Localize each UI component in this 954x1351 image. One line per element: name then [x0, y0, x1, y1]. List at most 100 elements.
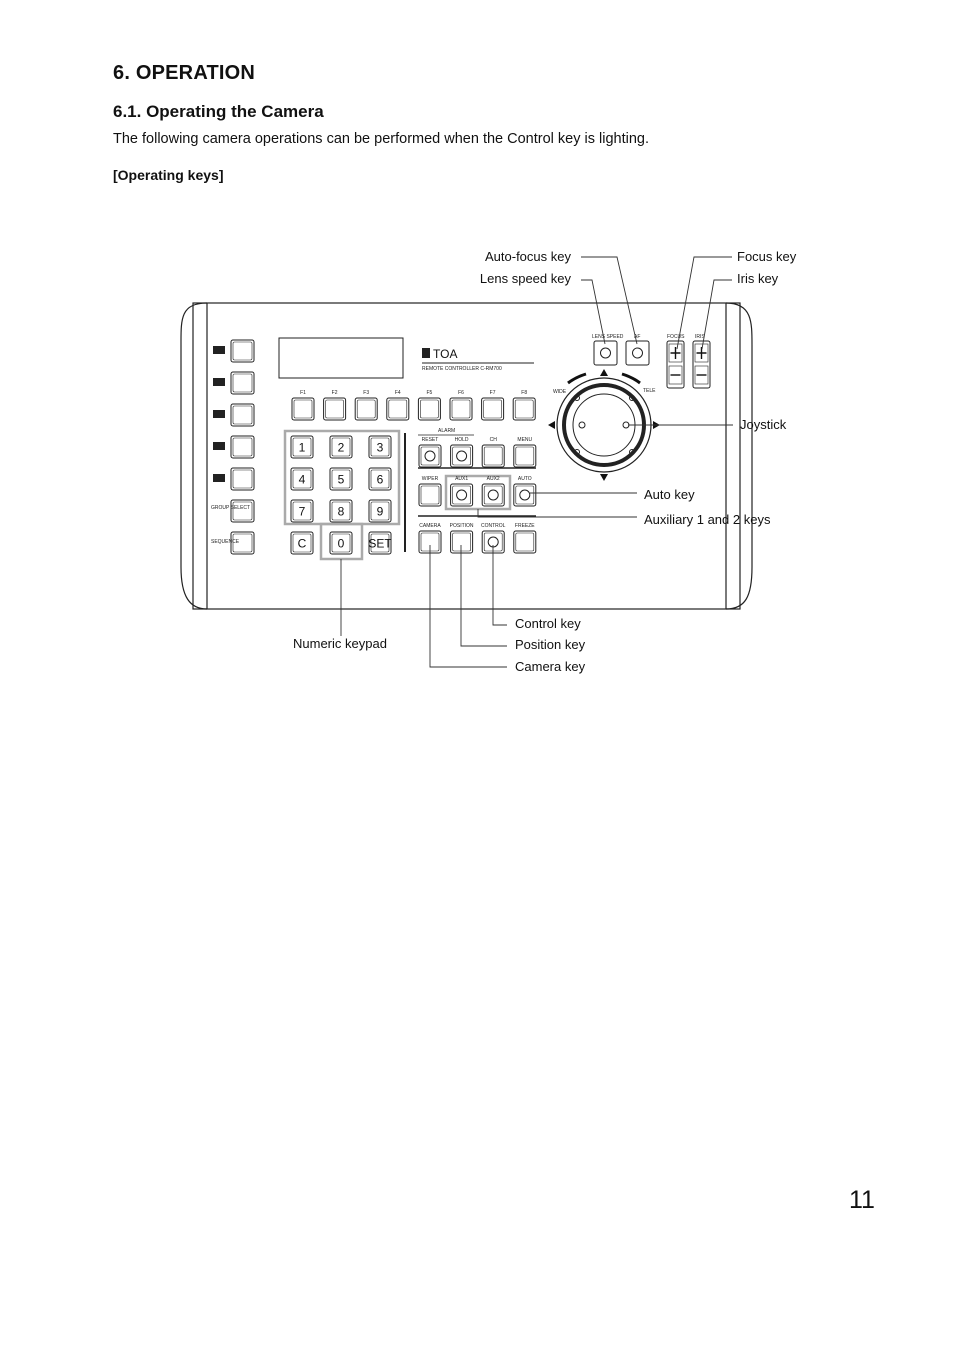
- lens-speed-label: LENS SPEED: [592, 334, 624, 340]
- middle-key-label: AUTO: [518, 476, 532, 482]
- wiper-key[interactable]: [418, 483, 442, 507]
- hold-key[interactable]: [450, 444, 474, 468]
- intro-text: The following camera operations can be p…: [113, 131, 649, 147]
- operating-keys-heading: [Operating keys]: [113, 167, 224, 183]
- callout-labels: Auto-focus key Lens speed key Focus key …: [293, 249, 797, 674]
- led-indicator: [456, 450, 468, 462]
- monitor-key-2[interactable]: [213, 371, 255, 395]
- function-key-f8[interactable]: [512, 397, 536, 421]
- monitor-key-5[interactable]: [213, 467, 255, 491]
- keypad-key-5[interactable]: 5: [329, 467, 353, 491]
- callout-joystick: Joystick: [740, 417, 787, 432]
- tele-arrow: [621, 372, 641, 385]
- tele-label: TELE: [643, 388, 656, 394]
- af-label: AF: [634, 334, 640, 340]
- freeze-key[interactable]: [513, 530, 537, 554]
- monitor-key-1[interactable]: [213, 339, 255, 363]
- af-key[interactable]: [625, 340, 650, 366]
- callout-camera-key: Camera key: [515, 659, 586, 674]
- function-key-f4[interactable]: [386, 397, 410, 421]
- lens-speed-key[interactable]: [593, 340, 618, 366]
- function-key-f6[interactable]: [449, 397, 473, 421]
- callout-numeric-keypad: Numeric keypad: [293, 636, 387, 651]
- callout-lens-speed-key: Lens speed key: [480, 271, 572, 286]
- auto-key[interactable]: [513, 483, 537, 507]
- monitor-key-4[interactable]: [213, 435, 255, 459]
- keypad-key-4[interactable]: 4: [290, 467, 314, 491]
- keypad-key-label: 8: [338, 505, 345, 519]
- group-select-key[interactable]: GROUP SELECT: [211, 499, 255, 523]
- function-key-f1[interactable]: [291, 397, 315, 421]
- keypad-key-9[interactable]: 9: [368, 499, 392, 523]
- section-title: 6. OPERATION: [113, 62, 256, 84]
- device-body: [180, 302, 753, 610]
- middle-key-label: POSITION: [450, 523, 474, 529]
- numeric-keypad-group: [283, 429, 406, 561]
- keypad-key-label: SET: [368, 537, 392, 551]
- function-key-f5[interactable]: [417, 397, 441, 421]
- sequence-key[interactable]: SEQUENCE: [211, 531, 255, 555]
- led-indicator: [519, 489, 531, 501]
- middle-key-label: WIPER: [422, 476, 439, 482]
- joystick-down-arrow: [600, 474, 608, 481]
- middle-key-label: FREEZE: [515, 523, 535, 529]
- function-key-f3[interactable]: [354, 397, 378, 421]
- callout-focus-key: Focus key: [737, 249, 797, 264]
- aux2-key[interactable]: [481, 483, 505, 507]
- keypad-key-c[interactable]: C: [290, 531, 314, 555]
- function-key-f2[interactable]: [323, 397, 347, 421]
- monitor-key-3[interactable]: [213, 403, 255, 427]
- keypad-key-8[interactable]: 8: [329, 499, 353, 523]
- keypad-key-3[interactable]: 3: [368, 435, 392, 459]
- middle-key-label: CONTROL: [481, 523, 506, 529]
- middle-key-label: HOLD: [455, 437, 469, 443]
- callout-auto-key: Auto key: [644, 487, 695, 502]
- keypad-key-label: 1: [299, 441, 306, 455]
- keypad-key-6[interactable]: 6: [368, 467, 392, 491]
- led-indicator: [424, 450, 436, 462]
- keypad-key-label: 0: [338, 537, 345, 551]
- keypad-key-label: 4: [299, 473, 306, 487]
- leader-lines: [340, 256, 733, 668]
- focus-label: FOCUS: [667, 334, 685, 340]
- aux1-key[interactable]: [450, 483, 474, 507]
- brand-text: TOA: [433, 347, 457, 361]
- joystick-left-arrow: [548, 421, 555, 429]
- focus-key[interactable]: [666, 340, 685, 389]
- middle-key-label: AUX1: [455, 476, 468, 482]
- function-key-label: F2: [332, 390, 338, 396]
- keypad-key-2[interactable]: 2: [329, 435, 353, 459]
- keypad-key-7[interactable]: 7: [290, 499, 314, 523]
- function-key-label: F4: [395, 390, 401, 396]
- callout-auxiliary-keys: Auxiliary 1 and 2 keys: [644, 512, 771, 527]
- keypad-key-label: 9: [377, 505, 384, 519]
- keypad-key-0[interactable]: 0: [329, 531, 353, 555]
- function-key-f7[interactable]: [481, 397, 505, 421]
- subsection-title: 6.1. Operating the Camera: [113, 102, 324, 121]
- middle-key-label: CH: [490, 437, 498, 443]
- menu-key[interactable]: [513, 444, 537, 468]
- brand-logo: TOA REMOTE CONTROLLER C-RM700: [422, 347, 534, 372]
- keypad-key-label: 5: [338, 473, 345, 487]
- callout-iris-key: Iris key: [737, 271, 779, 286]
- sequence-label: SEQUENCE: [211, 539, 240, 545]
- keypad-key-1[interactable]: 1: [290, 435, 314, 459]
- position-key[interactable]: [450, 530, 474, 554]
- function-key-label: F5: [426, 390, 432, 396]
- keypad-key-set[interactable]: SET: [368, 531, 392, 555]
- ch-key[interactable]: [481, 444, 505, 468]
- reset-key[interactable]: [418, 444, 442, 468]
- middle-key-label: AUX2: [487, 476, 500, 482]
- iris-key[interactable]: [692, 340, 711, 389]
- lcd-display: [278, 337, 404, 379]
- function-key-label: F7: [490, 390, 496, 396]
- led-indicator: [487, 489, 499, 501]
- middle-key-label: RESET: [422, 437, 439, 443]
- iris-label: IRIS: [695, 334, 705, 340]
- wide-arrow: [567, 372, 587, 385]
- function-key-label: F1: [300, 390, 306, 396]
